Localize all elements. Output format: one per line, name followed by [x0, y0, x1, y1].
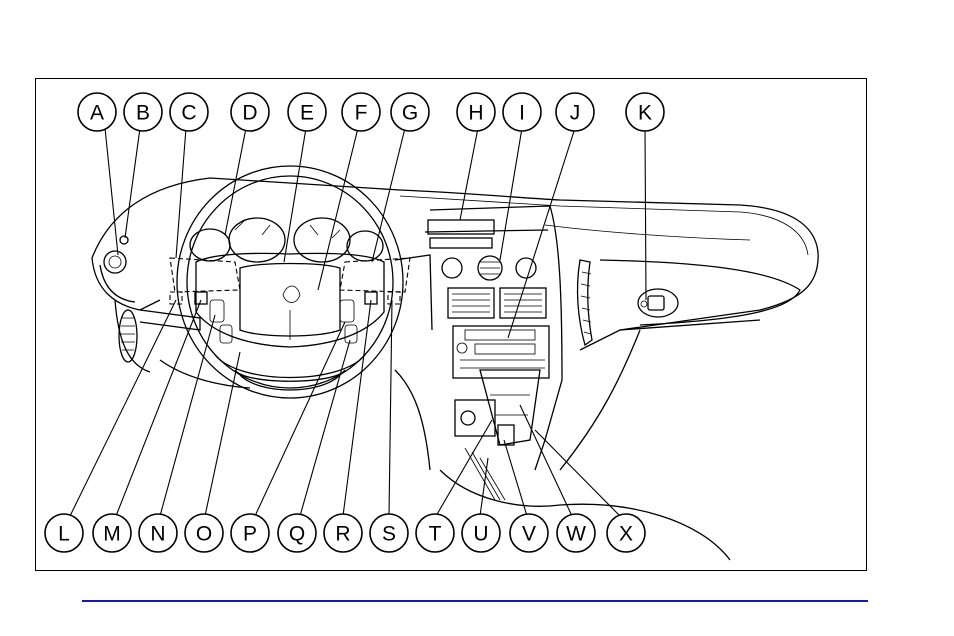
- callouts-top: A B C D E F G H I J K: [78, 93, 664, 131]
- callouts-bottom: L M N O P Q R S T U V W X: [45, 514, 645, 552]
- callout-label: L: [58, 523, 70, 546]
- callout-label: T: [429, 523, 442, 546]
- leader-lines: [70, 128, 646, 516]
- callout-d: D: [231, 93, 269, 131]
- callout-label: C: [181, 102, 196, 125]
- callout-k: K: [626, 93, 664, 131]
- callout-label: V: [522, 523, 536, 546]
- callout-label: G: [402, 102, 418, 125]
- callout-w: W: [557, 514, 595, 552]
- callout-o: O: [185, 514, 223, 552]
- callout-q: Q: [278, 514, 316, 552]
- callout-label: O: [196, 523, 212, 546]
- callout-g: G: [391, 93, 429, 131]
- callout-r: R: [324, 514, 362, 552]
- callout-label: W: [566, 523, 586, 546]
- callout-label: N: [150, 523, 165, 546]
- callout-p: P: [231, 514, 269, 552]
- callout-l: L: [45, 514, 83, 552]
- callout-v: V: [510, 514, 548, 552]
- callout-label: S: [382, 523, 396, 546]
- callout-label: K: [638, 102, 652, 125]
- callout-s: S: [370, 514, 408, 552]
- dashboard-illustration: [92, 166, 818, 560]
- callout-label: P: [243, 523, 257, 546]
- callout-label: X: [619, 523, 633, 546]
- callout-e: E: [288, 93, 326, 131]
- bottom-rule: [82, 600, 868, 602]
- callout-x: X: [607, 514, 645, 552]
- callout-label: H: [468, 102, 483, 125]
- callout-h: H: [457, 93, 495, 131]
- callout-n: N: [139, 514, 177, 552]
- callout-f: F: [342, 93, 380, 131]
- callout-b: B: [124, 93, 162, 131]
- callout-a: A: [78, 93, 116, 131]
- callout-label: M: [103, 523, 121, 546]
- callout-label: E: [300, 102, 314, 125]
- callout-label: J: [570, 102, 581, 125]
- callout-u: U: [462, 514, 500, 552]
- callout-j: J: [556, 93, 594, 131]
- callout-label: I: [519, 102, 525, 125]
- callout-label: D: [242, 102, 257, 125]
- callout-m: M: [93, 514, 131, 552]
- callout-label: F: [355, 102, 368, 125]
- callout-label: A: [90, 102, 104, 125]
- callout-label: R: [335, 523, 350, 546]
- callout-label: Q: [289, 523, 305, 546]
- callout-t: T: [416, 514, 454, 552]
- callout-label: B: [136, 102, 150, 125]
- callout-c: C: [170, 93, 208, 131]
- callout-label: U: [473, 523, 488, 546]
- callout-i: I: [503, 93, 541, 131]
